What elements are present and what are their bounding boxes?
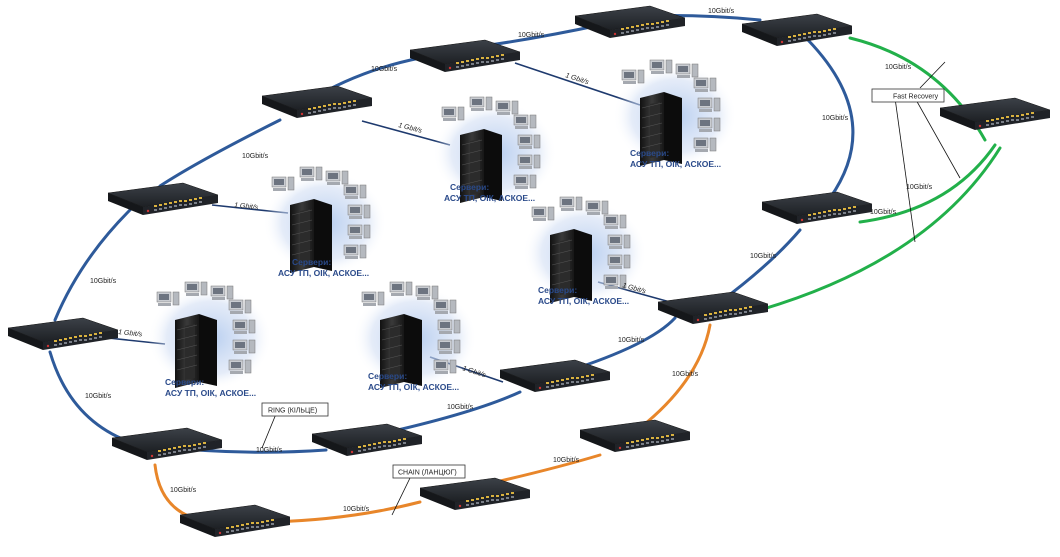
server-group-title: Сервери: bbox=[292, 257, 331, 267]
network-switch-icon bbox=[419, 477, 531, 511]
network-switch-icon bbox=[179, 504, 291, 538]
callout-lines bbox=[261, 61, 961, 516]
link-speed-label: 10Gbit/s bbox=[90, 278, 117, 285]
network-switch-icon bbox=[107, 182, 219, 216]
server-group-subtitle: АСУ ТП, ОІК, АСКОЕ... bbox=[278, 268, 369, 278]
recovery-callout: Fast Recovery bbox=[871, 88, 945, 103]
server-link-label: 1 Gbit/s bbox=[118, 329, 143, 339]
server-group-subtitle: АСУ ТП, ОІК, АСКОЕ... bbox=[368, 382, 459, 392]
server-group-title: Сервери: bbox=[538, 285, 577, 295]
link-speed-label: 10Gbit/s bbox=[618, 337, 645, 344]
link-speed-labels: 10Gbit/s 10Gbit/s 10Gbit/s 10Gbit/s 10Gb… bbox=[85, 8, 933, 513]
server-link-label: 1 Gbit/s bbox=[398, 122, 424, 135]
ring-link bbox=[158, 118, 282, 188]
server-group: Сервери: АСУ ТП, ОІК, АСКОЕ... bbox=[263, 167, 387, 278]
link-speed-label: 10Gbit/s bbox=[672, 371, 699, 378]
network-switch-icon bbox=[939, 97, 1051, 131]
network-switch-icon bbox=[409, 39, 521, 73]
server-group-subtitle: АСУ ТП, ОІК, АСКОЕ... bbox=[538, 296, 629, 306]
ring-link bbox=[806, 38, 855, 200]
link-speed-label: 10Gbit/s bbox=[447, 404, 474, 411]
link-speed-label: 10Gbit/s bbox=[242, 153, 269, 160]
ring-link bbox=[53, 208, 132, 322]
link-speed-label: 10Gbit/s bbox=[708, 8, 735, 15]
chain-callout-label: CHAIN (ЛАНЦЮГ) bbox=[398, 470, 457, 477]
recovery-link bbox=[758, 146, 1002, 312]
server-group-subtitle: АСУ ТП, ОІК, АСКОЕ... bbox=[165, 388, 256, 398]
server-group: Сервери: АСУ ТП, ОІК, АСКОЕ... bbox=[433, 97, 557, 205]
ring-link bbox=[718, 228, 802, 304]
network-switch-icon bbox=[499, 359, 611, 393]
link-speed-label: 10Gbit/s bbox=[906, 184, 933, 191]
link-speed-label: 10Gbit/s bbox=[885, 64, 912, 71]
server-group-title: Сервери: bbox=[165, 377, 204, 387]
network-switch-icon bbox=[579, 419, 691, 453]
network-switch-icon bbox=[7, 317, 119, 351]
recovery-links bbox=[758, 36, 1002, 312]
server-group: Сервери: АСУ ТП, ОІК, АСКОЕ... bbox=[353, 282, 477, 392]
chain-link bbox=[638, 323, 712, 430]
recovery-callout-label: Fast Recovery bbox=[893, 94, 939, 101]
network-switch-icon bbox=[111, 427, 223, 461]
server-link-label: 1 Gbit/s bbox=[234, 202, 259, 212]
server-group-subtitle: АСУ ТП, ОІК, АСКОЕ... bbox=[630, 159, 721, 169]
link-speed-label: 10Gbit/s bbox=[170, 487, 197, 494]
ring-callout: RING (КІЛЬЦЕ) bbox=[261, 402, 329, 417]
link-speed-label: 10Gbit/s bbox=[371, 66, 398, 73]
link-speed-label: 10Gbit/s bbox=[822, 115, 849, 122]
link-speed-label: 10Gbit/s bbox=[750, 253, 777, 260]
server-group: Сервери: АСУ ТП, ОІК, АСКОЕ... bbox=[523, 197, 647, 306]
server-group-title: Сервери: bbox=[450, 182, 489, 192]
link-speed-label: 10Gbit/s bbox=[518, 32, 545, 39]
server-group: Сервери: АСУ ТП, ОІК, АСКОЕ... bbox=[613, 60, 737, 169]
link-speed-label: 10Gbit/s bbox=[85, 393, 112, 400]
ring-link bbox=[48, 350, 132, 444]
recovery-link bbox=[858, 143, 997, 224]
chain-callout: CHAIN (ЛАНЦЮГ) bbox=[392, 464, 466, 479]
link-speed-label: 10Gbit/s bbox=[553, 457, 580, 464]
network-switch-icon bbox=[761, 191, 873, 225]
link-speed-label: 10Gbit/s bbox=[343, 506, 370, 513]
link-speed-label: 10Gbit/s bbox=[870, 209, 897, 216]
server-link-label: 1 Gbit/s bbox=[461, 365, 487, 379]
network-switch-icon bbox=[261, 85, 373, 119]
server-group: Сервери: АСУ ТП, ОІК, АСКОЕ... bbox=[148, 282, 272, 398]
link-speed-label: 10Gbit/s bbox=[256, 447, 283, 454]
network-switch-icon bbox=[574, 5, 686, 39]
server-group-title: Сервери: bbox=[368, 371, 407, 381]
ring-callout-label: RING (КІЛЬЦЕ) bbox=[268, 408, 317, 415]
server-group-subtitle: АСУ ТП, ОІК, АСКОЕ... bbox=[444, 193, 535, 203]
server-group-title: Сервери: bbox=[630, 148, 669, 158]
